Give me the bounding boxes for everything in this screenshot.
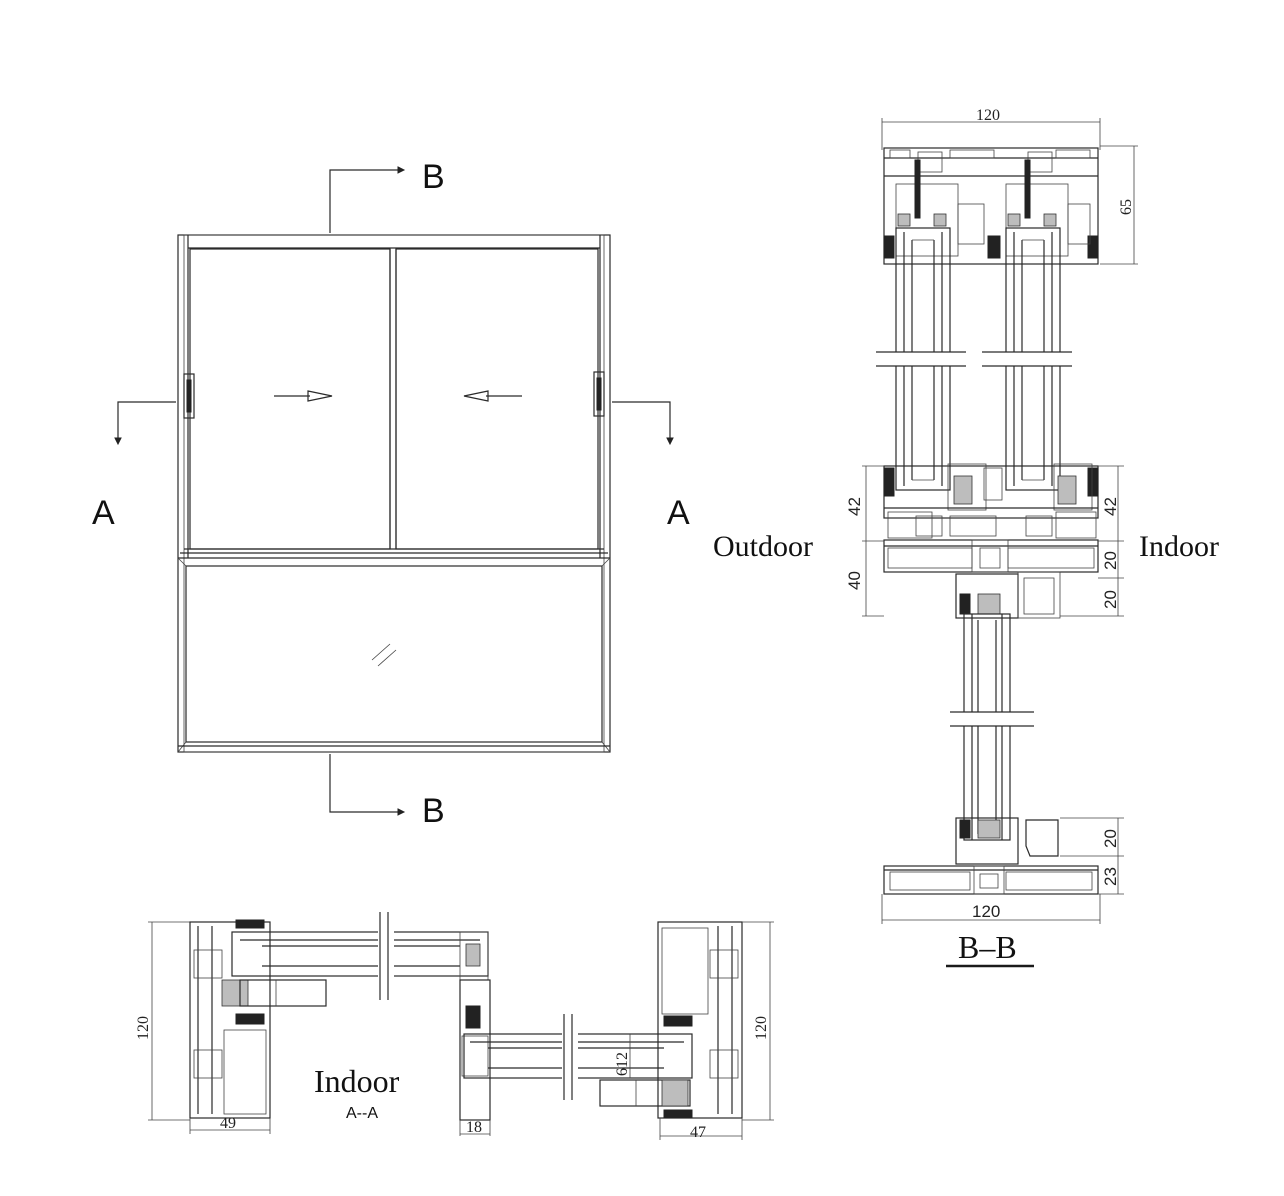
window-elevation [114, 166, 674, 816]
section-bb-drawing [862, 118, 1138, 968]
bb-top-width: 120 [976, 107, 1000, 124]
bb-indoor-label: Indoor [1139, 530, 1219, 563]
bb-bottom-width: 120 [972, 902, 1000, 921]
bb-dim-23-bottom: 23 [1101, 867, 1120, 886]
section-label-a-left: A [92, 494, 115, 532]
bb-dim-20-bottom: 20 [1101, 829, 1120, 848]
aa-right-height: 120 [753, 1016, 770, 1040]
aa-right-width: 47 [690, 1124, 706, 1141]
bb-dim-20-right-a: 20 [1101, 551, 1120, 570]
bb-section-title: B–B [958, 929, 1017, 965]
aa-section-title: A--A [346, 1105, 378, 1122]
bb-dim-42-left: 42 [845, 497, 864, 516]
aa-left-height: 120 [135, 1016, 152, 1040]
bb-dim-20-right-b: 20 [1101, 590, 1120, 609]
bb-head-height: 65 [1118, 199, 1135, 215]
aa-inner-dim: 612 [614, 1052, 631, 1076]
section-label-b-top: B [422, 158, 445, 196]
aa-left-width: 49 [220, 1115, 236, 1132]
section-label-b-bottom: B [422, 792, 445, 830]
bb-dim-40-left: 40 [845, 571, 864, 590]
section-aa-drawing [148, 912, 774, 1140]
bb-outdoor-label: Outdoor [713, 530, 813, 563]
section-label-a-right: A [667, 494, 690, 532]
aa-indoor-label: Indoor [314, 1063, 400, 1099]
aa-mid-width: 18 [466, 1119, 482, 1136]
bb-dim-42-right: 42 [1101, 497, 1120, 516]
